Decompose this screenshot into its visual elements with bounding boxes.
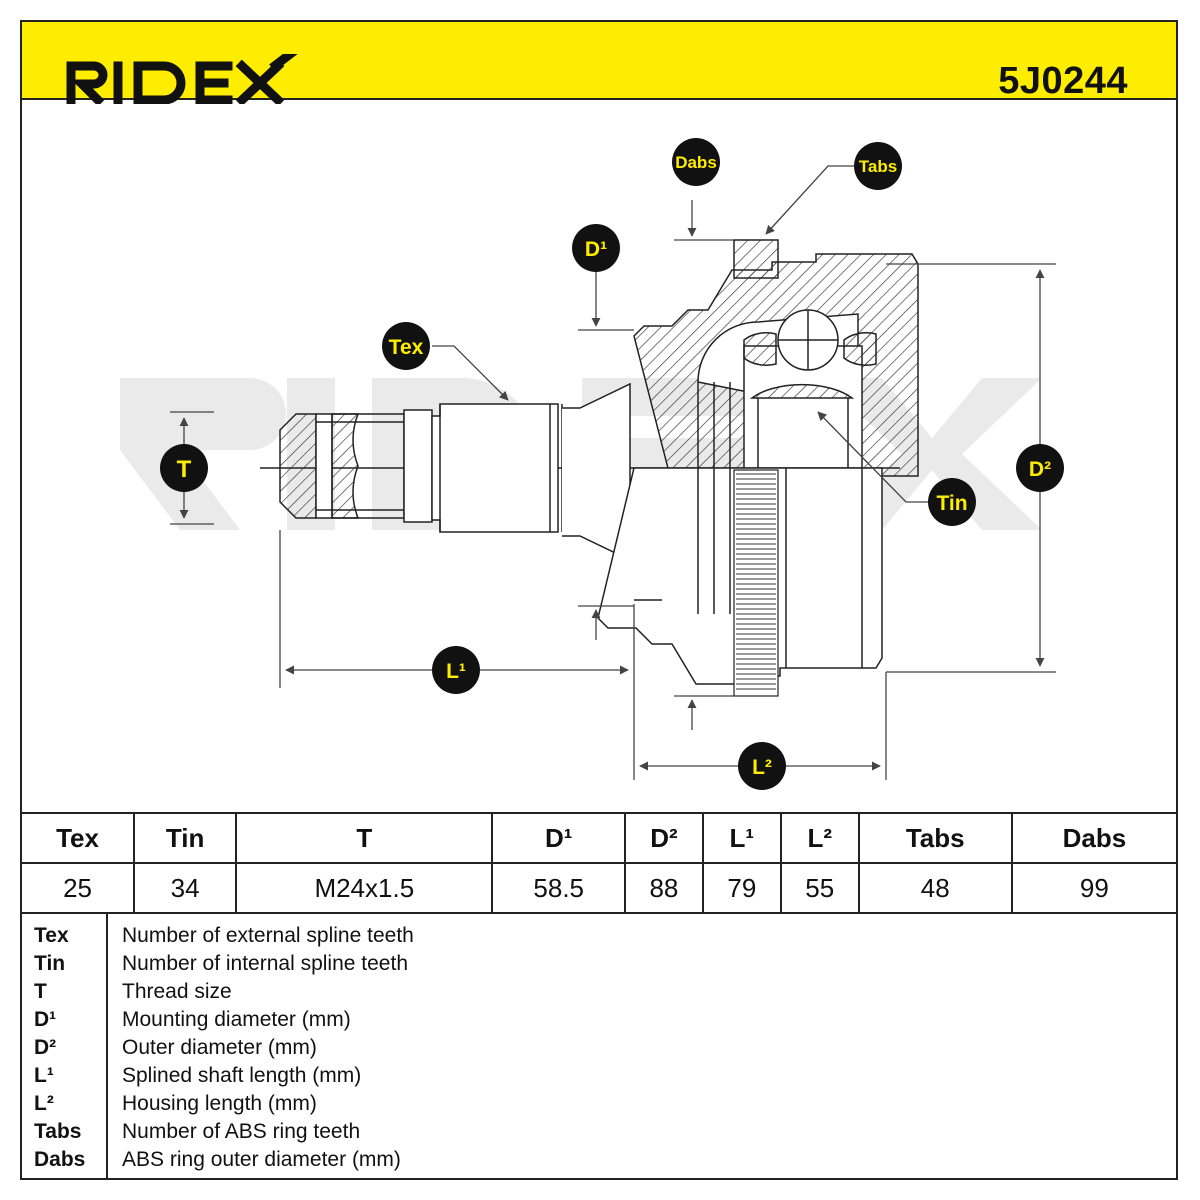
spec-header-cell: L¹ [701,812,782,864]
spec-value-cell: 58.5 [491,862,626,914]
abs-ring [733,469,779,697]
part-number: 5J0244 [998,60,1128,102]
spec-value-cell: 99 [1010,862,1179,914]
legend-key: Dabs [34,1148,86,1171]
spec-header-cell: D² [623,812,704,864]
legend: Tex Number of external spline teeth Tin … [20,912,1178,1180]
spec-header-cell: L² [779,812,860,864]
legend-key: D² [34,1036,57,1059]
legend-desc: Number of external spline teeth [122,924,414,947]
housing-section [633,239,919,477]
svg-text:D¹: D¹ [585,238,607,261]
spec-value-cell: 25 [19,862,136,914]
svg-text:Dabs: Dabs [675,153,717,172]
spec-value-cell: 88 [623,862,704,914]
badge-tex: Tex [382,322,430,370]
svg-text:L²: L² [752,756,772,779]
legend-desc: Number of ABS ring teeth [122,1120,361,1143]
legend-desc: ABS ring outer diameter (mm) [122,1148,401,1171]
badge-dabs: Dabs [672,138,720,186]
spec-value-cell: 48 [857,862,1013,914]
badge-tabs: Tabs [854,142,902,190]
legend-key: Tin [34,952,66,975]
spec-value-cell: 34 [133,862,238,914]
badge-t: T [160,444,208,492]
cv-joint-diagram: Tex T D¹ Dabs Tabs D² Tin L¹ [22,100,1176,812]
spec-header-cell: Dabs [1010,812,1179,864]
spec-header-cell: Tin [133,812,238,864]
shaft-thread [279,413,405,519]
badge-l2: L² [738,742,786,790]
legend-key: L¹ [34,1064,54,1087]
svg-text:Tex: Tex [389,336,424,359]
badge-tin: Tin [928,478,976,526]
svg-text:Tabs: Tabs [859,157,897,176]
legend-key: T [34,980,47,1003]
legend-desc: Outer diameter (mm) [122,1036,317,1059]
legend-divider [106,914,108,1180]
badge-d2: D² [1016,444,1064,492]
legend-key: Tabs [34,1120,82,1143]
spec-header-cell: Tabs [857,812,1013,864]
brand-logo [66,44,316,109]
header-bar: 5J0244 [20,20,1178,107]
spec-header-cell: Tex [19,812,136,864]
legend-desc: Housing length (mm) [122,1092,317,1115]
spec-header-cell: T [235,812,494,864]
spec-value-cell: M24x1.5 [235,862,494,914]
legend-key: L² [34,1092,54,1115]
svg-text:Tin: Tin [936,492,967,515]
legend-desc: Thread size [122,980,232,1003]
legend-key: D¹ [34,1008,57,1031]
legend-desc: Splined shaft length (mm) [122,1064,362,1087]
svg-text:D²: D² [1029,458,1051,481]
spec-value-cell: 55 [779,862,860,914]
spec-value-row: 25 34 M24x1.5 58.5 88 79 55 48 99 [19,862,1179,914]
legend-desc: Number of internal spline teeth [122,952,408,975]
badge-l1: L¹ [432,646,480,694]
svg-text:L¹: L¹ [446,660,466,683]
spec-value-cell: 79 [701,862,782,914]
badge-d1: D¹ [572,224,620,272]
legend-key: Tex [34,924,69,947]
svg-text:T: T [177,456,192,483]
spec-header-row: Tex Tin T D¹ D² L¹ L² Tabs Dabs [19,812,1179,864]
spec-header-cell: D¹ [491,812,626,864]
shaft-body [403,382,631,562]
legend-desc: Mounting diameter (mm) [122,1008,351,1031]
spec-table: Tex Tin T D¹ D² L¹ L² Tabs Dabs 25 34 M2… [19,812,1179,914]
